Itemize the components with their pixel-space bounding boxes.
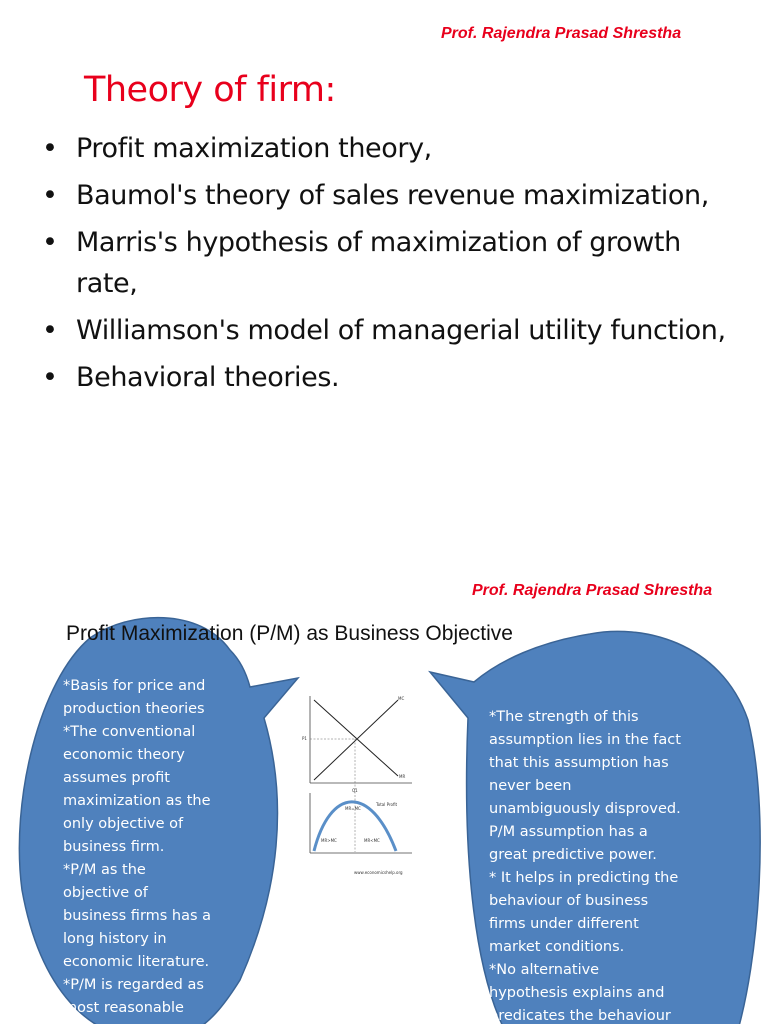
speech-bubbles: [18, 616, 761, 1024]
slide-profit-maximization: Prof. Rajendra Prasad Shrestha Profit Ma…: [0, 560, 768, 1024]
mr-curve: [313, 699, 399, 777]
bullet-item: • Williamson's model of managerial utilit…: [42, 310, 732, 351]
bullet-item: • Profit maximization theory,: [42, 128, 732, 169]
total-profit-label: Total Profit: [375, 802, 397, 807]
bullet-text: Marris's hypothesis of maximization of g…: [76, 227, 681, 299]
p1-label: P1: [302, 736, 307, 741]
bullet-item: • Baumol's theory of sales revenue maximi…: [42, 175, 732, 216]
bullet-text: Profit maximization theory,: [76, 133, 432, 164]
left-speech-bubble: [18, 616, 300, 1024]
mr-label: MR: [399, 774, 405, 779]
total-profit-curve: [312, 800, 398, 852]
bullet-text: Williamson's model of managerial utility…: [76, 315, 726, 346]
author-credit: Prof. Rajendra Prasad Shrestha: [441, 25, 682, 42]
profit-max-figure: MC MR P1 Q Q1 MR=MC Total Profit MR>MC M…: [302, 696, 412, 875]
source-label: www.economicshelp.org: [354, 870, 403, 875]
slide-theory-of-firm: Prof. Rajendra Prasad Shrestha Theory of…: [42, 25, 732, 404]
mr-eq-mc-label: MR=MC: [345, 806, 361, 811]
mc-curve: [313, 699, 399, 781]
bullet-text: Baumol's theory of sales revenue maximiz…: [76, 180, 709, 211]
slide-title: Profit Maximization (P/M) as Business Ob…: [66, 622, 513, 645]
bullet-item: • Marris's hypothesis of maximization of …: [42, 222, 732, 304]
bullet-list: • Profit maximization theory, • Baumol's t…: [42, 128, 732, 404]
bullet-text: Behavioral theories.: [76, 362, 340, 393]
bullet-dot: •: [42, 315, 58, 346]
bullet-dot: •: [42, 362, 58, 393]
bullet-dot: •: [42, 227, 58, 258]
bullet-dot: •: [42, 133, 58, 164]
slide-title: Theory of firm:: [84, 70, 336, 110]
right-speech-bubble: [428, 630, 761, 1024]
right-bubble-text: *The strength of this assumption lies in…: [489, 709, 681, 1024]
author-credit: Prof. Rajendra Prasad Shrestha: [472, 582, 713, 599]
mr-lt-mc-label: MR<MC: [364, 838, 380, 843]
bullet-dot: •: [42, 180, 58, 211]
bullet-item: • Behavioral theories.: [42, 357, 732, 398]
mr-gt-mc-label: MR>MC: [321, 838, 337, 843]
left-bubble-text: *Basis for price and production theories…: [63, 678, 212, 1016]
mc-label: MC: [398, 696, 404, 701]
q1-label: Q1: [352, 788, 358, 793]
